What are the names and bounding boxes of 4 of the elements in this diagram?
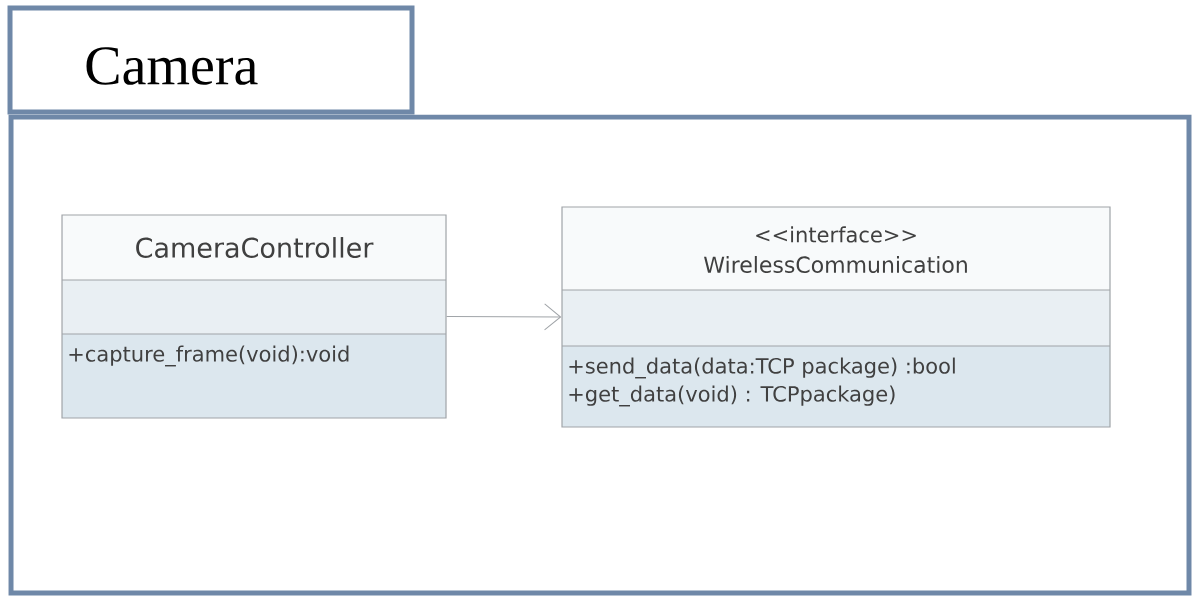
arrow <box>446 303 562 331</box>
node-label: Camera <box>86 47 258 85</box>
class-box: CameraController +capture_frame(void):void <box>61 214 447 419</box>
class-box: <<interface>> WirelessCommunication +send_data(data:TCP package) :bool +get_data(void) : TCPpackage) <box>561 206 1111 428</box>
